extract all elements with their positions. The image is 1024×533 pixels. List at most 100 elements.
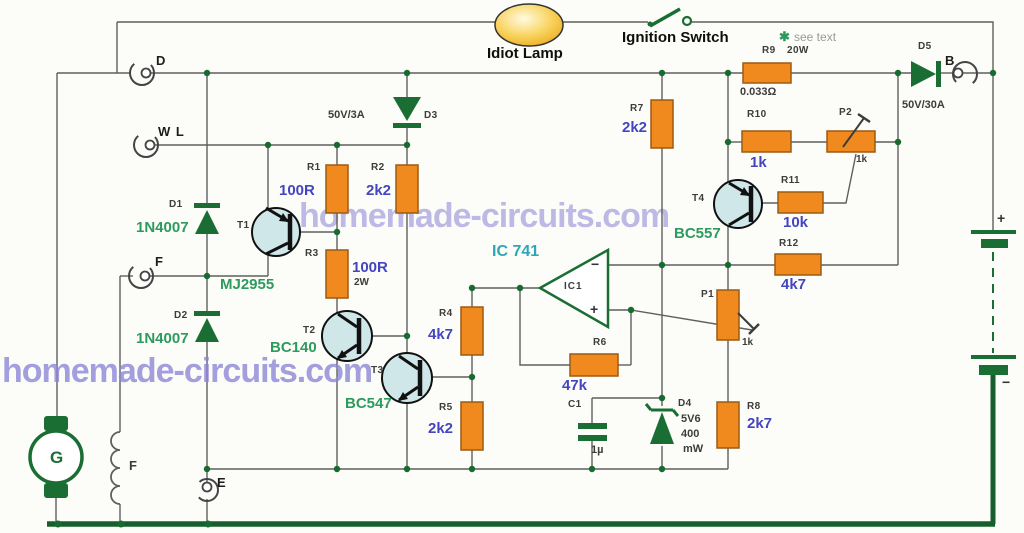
battery-minus: − [1002,374,1011,390]
r9-value: 0.033Ω [740,86,777,98]
transistor-t2 [321,310,373,362]
resistors [325,62,876,451]
resistor-r9 [742,62,792,84]
switch-contact [681,15,693,27]
pot-wipers [737,112,871,335]
see-text-note: see text [794,30,837,44]
opamp-title: IC 741 [492,243,540,260]
t2-part: BC140 [270,339,317,356]
ignition-switch-symbol [647,7,693,28]
d5-ref: D5 [918,41,932,52]
transistor-t4 [713,179,763,229]
resistor-r12 [774,253,822,276]
wires [55,21,994,521]
terminal-d-pin [140,67,152,79]
switch-pivot [647,21,653,27]
junction-dots [54,69,997,528]
terminal-d [129,60,155,86]
c1-ref: C1 [568,399,582,410]
resistor-r8 [716,401,740,449]
battery-symbol [971,230,1016,524]
r11-value: 10k [783,214,809,231]
diodes [194,61,941,444]
t2-ref: T2 [303,325,316,336]
terminal-wl-pin [144,139,156,151]
r3-power: 2W [354,277,369,288]
d1-value: 1N4007 [136,219,189,236]
p2-ref: P2 [839,107,853,118]
t4-part: BC557 [674,225,721,242]
terminal-f [128,263,154,289]
r2-value: 2k2 [366,182,392,199]
c1-value: 1µ [591,444,604,456]
d4-value-line2: 400 [681,428,700,440]
battery-plus: + [997,210,1006,226]
r4-ref: R4 [439,308,453,319]
r10-ref: R10 [747,109,767,120]
resistor-r2 [395,164,419,214]
r5-ref: R5 [439,402,453,413]
resistor-r3 [325,249,349,299]
terminal-b [952,61,978,87]
terminal-d-arc [129,60,155,86]
opamp-ref: IC1 [564,281,583,292]
r3-value: 100R [352,259,388,276]
terminal-e-arc [195,478,219,502]
r8-value: 2k7 [747,415,773,432]
terminal-e-label: E [217,475,227,490]
diode-d1 [194,203,220,234]
terminal-f-label: F [155,254,164,269]
r1-ref: R1 [307,162,321,173]
t1-ref: T1 [237,220,250,231]
terminal-e [195,478,219,502]
field-coil-symbol [110,431,121,505]
terminal-d-label: D [156,53,167,68]
r12-value: 4k7 [781,276,807,293]
d5-value: 50V/30A [902,99,945,111]
watermark-center: homemade-circuits.com [299,197,670,235]
r6-ref: R6 [593,337,607,348]
d4-value: 5V6 [681,413,701,425]
t4-ref: T4 [692,193,705,204]
r9-power: 20W [787,45,809,56]
r2-ref: R2 [371,162,385,173]
transistor-t1 [251,206,301,257]
resistor-r4 [460,306,484,356]
r6-value: 47k [562,377,588,394]
diode-d3 [393,97,421,128]
t1-part: MJ2955 [220,276,275,293]
t3-ref: T3 [371,365,384,376]
terminal-wl-label: W L [158,124,185,139]
opamp-triangle [537,247,610,330]
pot-p1-body [716,289,740,341]
t3-part: BC547 [345,395,392,412]
r3-ref: R3 [305,248,319,259]
r7-ref: R7 [630,103,644,114]
diode-d2 [194,311,220,342]
diode-d5 [911,61,941,87]
resistor-r11 [777,191,824,214]
capacitor-c1 [578,423,607,441]
d4-value-line3: mW [683,443,704,455]
pot-p2-body [826,130,876,153]
pot-p1-wiper [737,312,760,335]
watermark-left: homemade-circuits.com [2,352,373,390]
resistor-r1 [325,164,349,214]
terminal-e-pin [201,481,213,493]
generator-symbol [28,416,84,498]
d4-ref: D4 [678,398,692,409]
r5-value: 2k2 [428,420,454,437]
generator-label: G [50,448,64,467]
r10-value: 1k [750,154,767,171]
idiot-lamp-bulb [494,3,564,47]
field-coil-label: F [129,458,137,473]
d3-value: 50V/3A [328,109,365,121]
r9-ref: R9 [762,45,776,56]
d2-ref: D2 [174,310,188,321]
resistor-r6 [569,353,619,377]
ignition-switch-label: Ignition Switch [622,29,729,46]
zener-d4 [644,403,680,444]
terminal-wl [133,132,159,158]
d1-ref: D1 [169,199,183,210]
